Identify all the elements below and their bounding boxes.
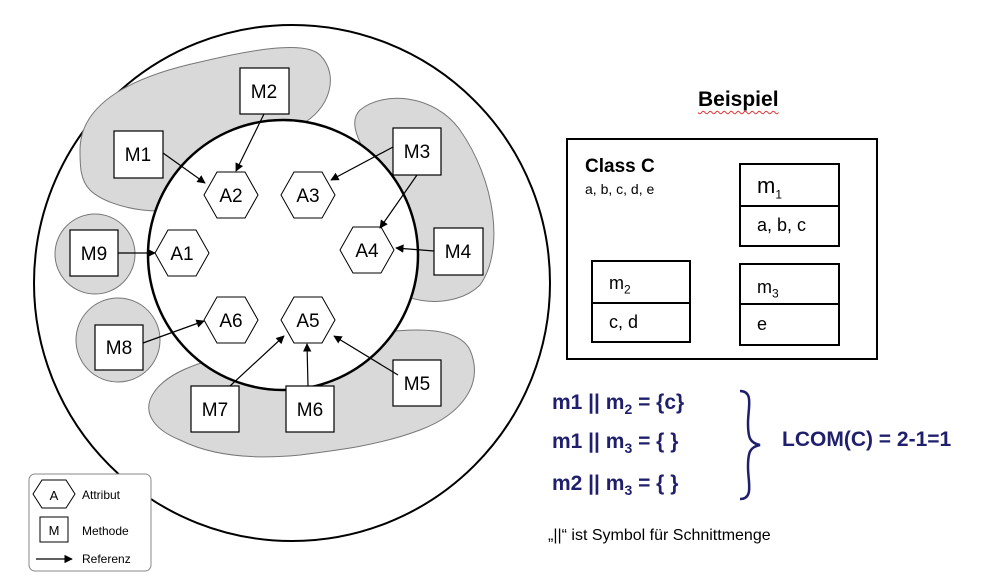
svg-text:Referenz: Referenz [82,552,131,566]
class-name: Class C [585,156,655,177]
method-box-m3: m3 e [739,263,840,346]
ref-m6-a5 [302,343,312,387]
ref-m3-a4 [379,174,418,229]
attribute-a2: A2 [203,171,259,219]
attribute-a6: A6 [203,296,259,344]
lcom-diagram: A1 A2 A3 A4 A5 A6 M1 M2 M3 M4 M5 [28,24,551,572]
svg-text:M5: M5 [404,374,430,395]
svg-text:A1: A1 [170,244,193,265]
legend-method-icon [39,516,69,543]
method-m3-name: m3 [741,265,838,305]
svg-text:A3: A3 [296,186,319,207]
svg-text:M7: M7 [202,400,228,421]
svg-text:M8: M8 [106,338,132,359]
footnote: „||“ ist Symbol für Schnittmenge [548,527,771,544]
ref-m5-a5 [333,335,399,376]
attribute-a3: A3 [280,171,336,219]
equation-m1-m2: m1 || m2 = {c} [552,391,685,418]
method-m7: M7 [190,385,240,433]
method-m1-values: a, b, c [757,215,807,235]
svg-text:A4: A4 [355,241,379,262]
svg-text:M2: M2 [251,82,277,103]
svg-text:A5: A5 [296,311,319,332]
ref-m3-a3 [330,146,394,181]
method-box-m2: m2 c, d [591,260,691,343]
attribute-a4: A4 [339,226,395,274]
svg-text:M9: M9 [81,244,107,265]
svg-text:A6: A6 [219,311,242,332]
method-m9: M9 [69,229,119,277]
lcom-result: LCOM(C) = 2-1=1 [782,428,952,451]
class-attributes: a, b, c, d, e [585,181,655,197]
method-m3: M3 [392,127,442,176]
svg-text:M3: M3 [404,142,430,163]
legend: A Attribut M Methode Referenz [28,473,152,572]
method-m8: M8 [94,324,144,371]
svg-text:Methode: Methode [82,524,129,538]
svg-text:M4: M4 [445,242,472,263]
example-title: Beispiel [698,88,779,111]
method-box-m1: m1 a, b, c [739,163,840,247]
method-m4: M4 [433,227,484,276]
attribute-a5: A5 [280,296,336,344]
method-m2: M2 [239,67,290,115]
class-box [566,138,878,360]
method-m2-name: m2 [593,262,689,304]
svg-text:A2: A2 [219,186,242,207]
svg-text:A: A [50,488,59,503]
legend-attribute-icon [32,479,76,509]
method-m5: M5 [392,359,442,407]
method-m3-values: e [757,314,768,334]
svg-text:M1: M1 [125,145,151,166]
ref-m1-a2 [162,152,206,184]
equation-m1-m3: m1 || m3 = { } [552,430,679,457]
svg-text:Attribut: Attribut [82,488,121,502]
ref-m8-a6 [142,319,205,344]
ref-m4-a4 [395,244,435,253]
svg-text:M: M [49,523,60,538]
attribute-a1: A1 [154,229,210,277]
method-m1-name: m1 [741,165,838,207]
reference-arrows [118,113,435,387]
method-m2-values: c, d [609,312,639,332]
svg-text:M6: M6 [297,400,323,421]
ref-m7-a5 [229,335,285,387]
equation-m2-m3: m2 || m3 = { } [552,472,679,499]
method-m6: M6 [285,385,335,433]
method-m1: M1 [113,130,164,179]
curly-brace [739,389,761,501]
ref-m2-a2 [235,113,265,172]
